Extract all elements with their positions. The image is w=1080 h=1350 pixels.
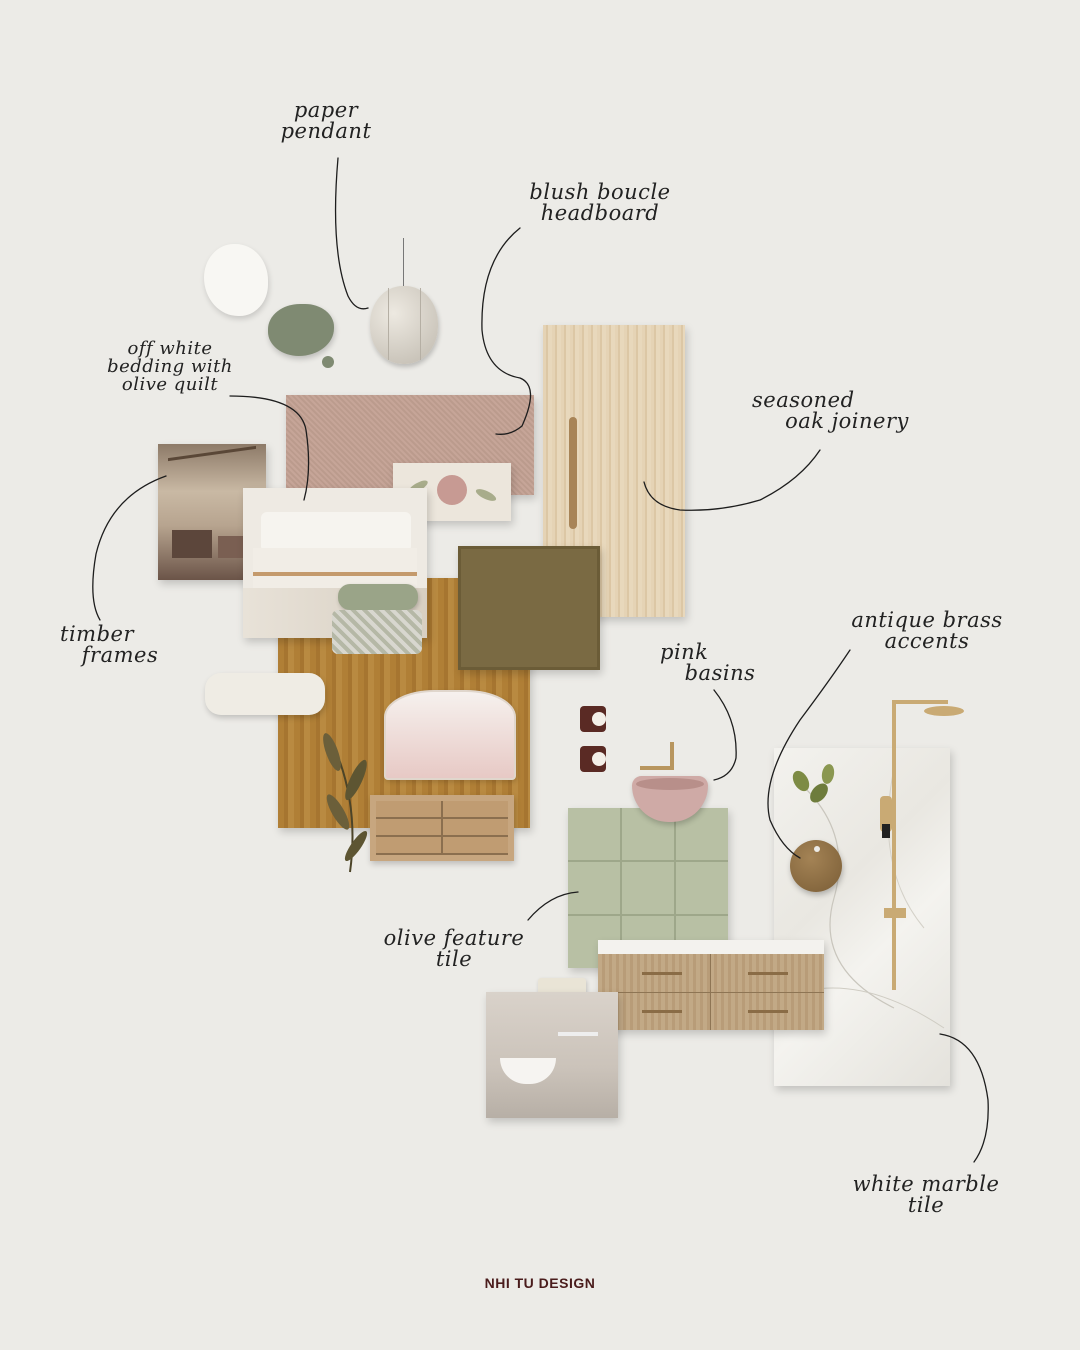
label-line: oak joinery (785, 409, 909, 433)
paper-pendant-image (368, 238, 440, 370)
label-line: tile (435, 947, 473, 971)
arched-mirror (384, 690, 516, 780)
label-line: frames (81, 643, 159, 667)
label-line: timber (60, 622, 134, 646)
label-white-marble-tile: white marble tile (836, 1174, 1016, 1216)
label-blush-boucle-headboard: blush boucle headboard (510, 182, 690, 224)
label-pink-basins: pink basins (660, 642, 780, 684)
brass-handle (569, 417, 577, 529)
label-line: olive feature (383, 926, 525, 950)
olive-rug-swatch (458, 546, 600, 670)
label-off-white-bedding: off white bedding with olive quilt (100, 340, 240, 394)
label-line: blush boucle (529, 180, 671, 204)
label-line: headboard (540, 201, 660, 225)
sage-paint-swatch (268, 304, 334, 356)
label-line: pendant (280, 119, 372, 143)
brass-basin-tap (640, 742, 680, 792)
label-line: seasoned (752, 388, 855, 412)
label-line: antique brass (851, 608, 1003, 632)
white-paint-swatch (204, 244, 268, 316)
timber-dresser (370, 795, 514, 861)
label-olive-feature-tile: olive feature tile (374, 928, 534, 970)
wall-light-top (580, 706, 606, 732)
label-line: tile (907, 1193, 945, 1217)
label-line: pink (660, 640, 709, 664)
label-timber-frames: timber frames (60, 624, 180, 666)
bathroom-photo (486, 992, 618, 1118)
olive-quilt (332, 584, 424, 662)
oak-vanity (598, 940, 824, 1030)
label-line: basins (684, 661, 756, 685)
label-seasoned-oak-joinery: seasoned oak joinery (742, 390, 952, 432)
brass-shower (880, 700, 970, 990)
label-line: off white (127, 338, 213, 359)
wall-light-bottom (580, 746, 606, 772)
label-line: olive quilt (121, 374, 219, 395)
label-line: paper (293, 98, 359, 122)
boucle-cushion (205, 673, 325, 715)
sage-paint-drop (322, 356, 334, 368)
label-paper-pendant: paper pendant (246, 100, 406, 142)
label-antique-brass-accents: antique brass accents (842, 610, 1012, 652)
brand-name: NHI TU DESIGN (484, 1275, 596, 1291)
label-line: white marble (852, 1172, 1000, 1196)
label-line: accents (884, 629, 970, 653)
antique-brass-disc (790, 840, 842, 892)
label-line: bedding with (107, 356, 233, 377)
